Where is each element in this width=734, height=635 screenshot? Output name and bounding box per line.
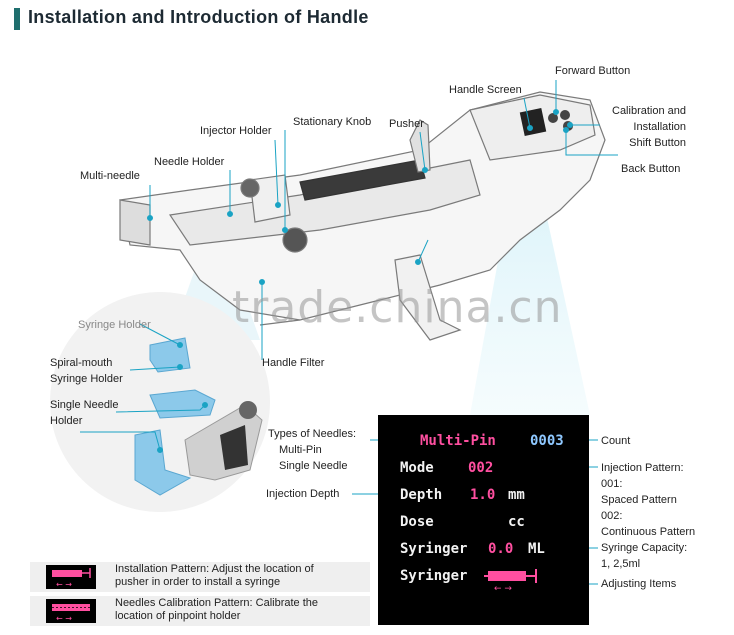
needle-holder-label: Needle Holder [154, 156, 225, 168]
injector-holder-label: Injector Holder [200, 125, 272, 137]
syringe-holder-label: Syringe Holder [78, 319, 151, 331]
depth-value: 1.0 [470, 487, 496, 503]
needle-type-value: Multi-Pin [420, 433, 496, 449]
syringe-label-2: Syringer [400, 568, 468, 584]
depth-unit: mm [508, 487, 525, 503]
screen-beam [470, 140, 590, 415]
syringe-capacity-label-2: 1, 2,5ml [601, 558, 641, 570]
dose-label: Dose [400, 514, 434, 530]
svg-text:← →: ← → [494, 584, 512, 593]
page-title: Installation and Introduction of Handle [28, 7, 369, 27]
pusher-label: Pusher [389, 118, 424, 130]
syringe-label: Syringer [400, 541, 468, 557]
multi-needle-label: Multi-needle [80, 170, 140, 182]
depth-label: Depth [400, 487, 443, 503]
back-button-label: Back Button [621, 163, 681, 175]
needle-types-label-1: Types of Needles: [268, 428, 357, 440]
installation-pattern-icon: ← → [46, 565, 96, 589]
injection-pattern-label-4: 002: [601, 510, 623, 522]
handle-display: Multi-Pin 0003 Mode 002 Depth 1.0 mm Dos… [378, 415, 589, 625]
injection-pattern-label-3: Spaced Pattern [601, 494, 677, 506]
needle-types-label-3: Single Needle [279, 460, 348, 472]
legend-calibration-text: Needles Calibration Pattern: Calibrate t… [115, 597, 319, 622]
holder-parts [134, 337, 263, 496]
stationary-knob-label: Stationary Knob [293, 116, 372, 128]
syringe-icon: ← → [484, 569, 537, 593]
legend-installation-pattern: ← → Installation Pattern: Adjust the loc… [30, 562, 370, 592]
spiral-holder-label-1: Spiral-mouth [50, 357, 113, 369]
single-needle-holder-label-1: Single Needle [50, 399, 119, 411]
calibration-label-2: Installation [633, 121, 686, 133]
single-needle-holder-label-2: Holder [50, 415, 83, 427]
calibration-label-3: Shift Button [629, 137, 686, 149]
spiral-holder-label-2: Syringe Holder [50, 373, 123, 385]
forward-button-label: Forward Button [555, 65, 631, 77]
legend-installation-text: Installation Pattern: Adjust the locatio… [115, 563, 314, 588]
svg-text:← →: ← → [56, 614, 72, 623]
injection-pattern-label-1: Injection Pattern: [601, 462, 684, 474]
calibration-label-1: Calibration and [612, 105, 686, 117]
injection-pattern-label-2: 001: [601, 478, 623, 490]
dose-unit: cc [508, 514, 525, 530]
title-accent-bar [14, 8, 20, 30]
svg-text:← →: ← → [56, 580, 72, 589]
handle-filter-label: Handle Filter [262, 357, 325, 369]
count-value: 0003 [530, 433, 564, 449]
handle-screen-device [519, 107, 547, 137]
needle-types-label-2: Multi-Pin [279, 444, 322, 456]
calibration-pattern-icon: ← → [46, 599, 96, 623]
mode-value: 002 [468, 460, 494, 476]
watermark: trade.china.cn [232, 282, 563, 333]
syringe-value: 0.0 [488, 541, 514, 557]
adjusting-items-label: Adjusting Items [601, 578, 677, 590]
handle-screen-label: Handle Screen [449, 84, 522, 96]
mode-label: Mode [400, 460, 434, 476]
legend-calibration-pattern: ← → Needles Calibration Pattern: Calibra… [30, 596, 370, 626]
injection-depth-label: Injection Depth [266, 488, 340, 500]
injection-pattern-label-5: Continuous Pattern [601, 526, 696, 538]
syringe-capacity-label-1: Syringe Capacity: [601, 542, 688, 554]
count-label: Count [601, 435, 631, 447]
syringe-unit: ML [528, 541, 545, 557]
